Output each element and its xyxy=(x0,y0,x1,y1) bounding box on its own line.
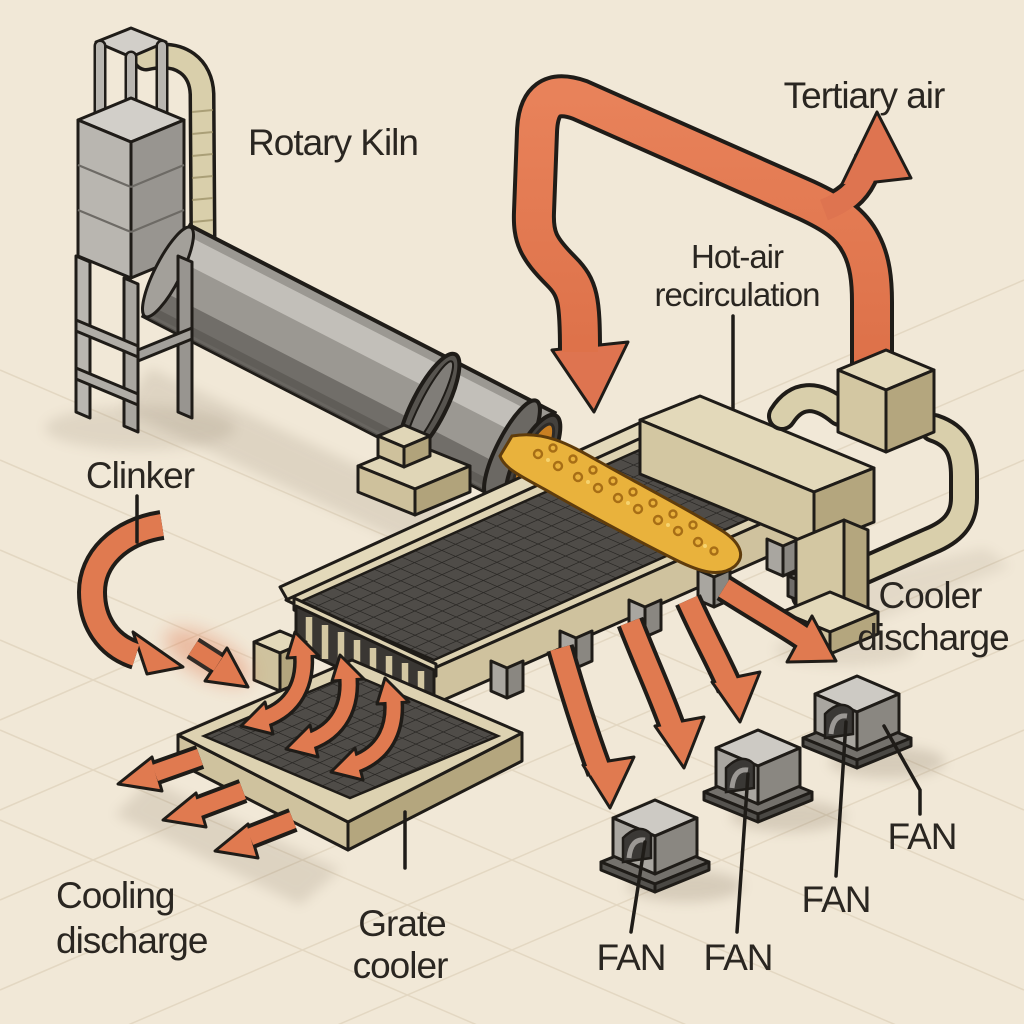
cooling-discharge-label-line2: discharge xyxy=(56,920,207,961)
fan-unit-1 xyxy=(599,798,743,902)
fan3-label: FAN xyxy=(802,879,871,920)
tray-air-arrows xyxy=(239,630,411,782)
tertiary-air-label: Tertiary air xyxy=(784,75,945,116)
fans xyxy=(599,674,945,902)
clinker-label: Clinker xyxy=(86,455,195,496)
fan3-leader xyxy=(834,720,848,878)
labels: Rotary Kiln Tertiary air Hot-air recircu… xyxy=(56,75,1010,986)
fan2-leader xyxy=(735,772,750,934)
cooling-discharge-label-line1: Cooling xyxy=(56,875,174,916)
preheater-tower xyxy=(76,26,186,280)
fan1-leader xyxy=(629,840,647,934)
grate-cooler-label-line1: Grate xyxy=(358,903,446,944)
leader-lines xyxy=(135,314,922,934)
kiln-hood-housing xyxy=(638,348,936,656)
fan-air-arrows xyxy=(546,576,838,810)
cooler-discharge-label-line1: Cooler xyxy=(879,575,983,616)
fan4-leader xyxy=(882,724,922,816)
fan-unit-3 xyxy=(801,674,945,778)
hot-air-duct xyxy=(511,74,913,438)
fan1-label: FAN xyxy=(597,937,666,978)
rotary-kiln-label: Rotary Kiln xyxy=(248,122,418,163)
fan-unit-2 xyxy=(702,728,846,832)
kiln-support-pedestal xyxy=(356,423,472,517)
tower-frame-legs xyxy=(74,254,194,434)
cooler-discharge-label-line2: discharge xyxy=(857,617,1008,658)
hot-air-label-line1: Hot-air xyxy=(691,238,784,275)
hot-air-label-line2: recirculation xyxy=(655,276,820,313)
fan2-label: FAN xyxy=(704,937,773,978)
grate-cooler-label-line2: cooler xyxy=(353,945,448,986)
fan4-label: FAN xyxy=(888,816,957,857)
clinker-arrow xyxy=(76,510,252,689)
clinker-stream xyxy=(498,433,743,574)
cooling-discharge-arrows xyxy=(116,745,298,860)
